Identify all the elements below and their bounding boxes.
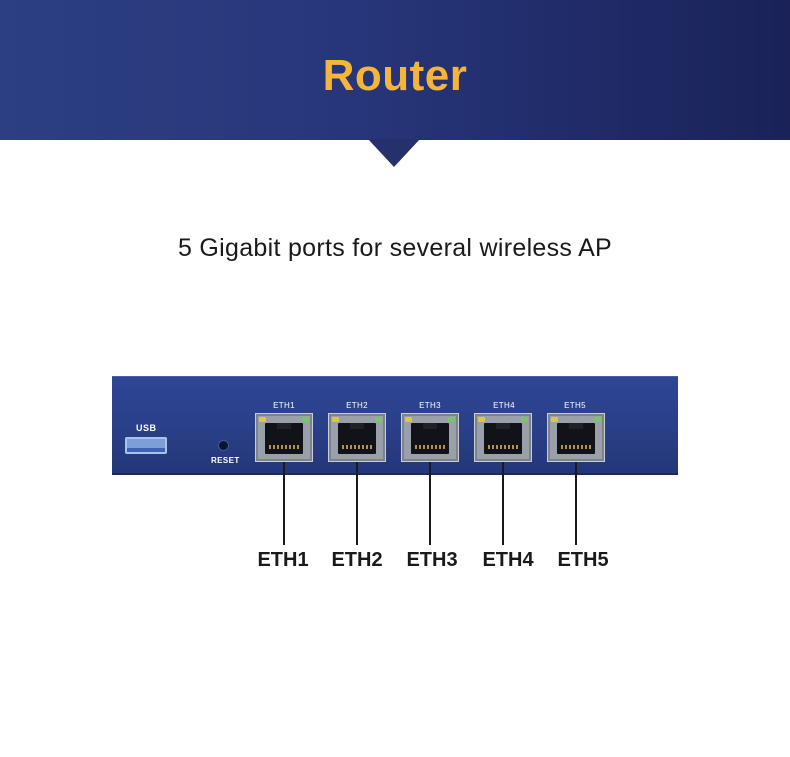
page-title: Router (322, 51, 468, 100)
ethernet-port-icon (474, 413, 532, 462)
subtitle: 5 Gigabit ports for several wireless AP (177, 234, 613, 262)
activity-led-icon (448, 417, 455, 422)
port-callout-label: ETH5 (557, 549, 609, 571)
link-led-icon (259, 417, 266, 422)
ethernet-port-icon (547, 413, 605, 462)
link-led-icon (405, 417, 412, 422)
usb-port-icon (125, 437, 167, 454)
activity-led-icon (375, 417, 382, 422)
reset-button-icon (219, 441, 228, 450)
ethernet-port-icon (401, 413, 459, 462)
port-panel-label: ETH5 (564, 401, 586, 410)
activity-led-icon (302, 417, 309, 422)
callout-line (502, 462, 504, 545)
port-callout-label: ETH2 (331, 549, 383, 571)
callout-line (575, 462, 577, 545)
header-banner (0, 0, 790, 140)
port-callout-label: ETH3 (406, 549, 458, 571)
link-led-icon (332, 417, 339, 422)
callout-line (283, 462, 285, 545)
usb-label: USB (136, 423, 157, 433)
link-led-icon (478, 417, 485, 422)
reset-label: RESET (211, 456, 240, 465)
link-led-icon (551, 417, 558, 422)
header-pointer (368, 139, 420, 167)
callout-line (429, 462, 431, 545)
callout-line (356, 462, 358, 545)
port-callout-label: ETH4 (482, 549, 534, 571)
port-panel-label: ETH3 (419, 401, 441, 410)
ethernet-port-icon (328, 413, 386, 462)
port-panel-label: ETH4 (493, 401, 515, 410)
activity-led-icon (521, 417, 528, 422)
port-panel-label: ETH1 (273, 401, 295, 410)
ethernet-port-icon (255, 413, 313, 462)
port-panel-label: ETH2 (346, 401, 368, 410)
port-callout-label: ETH1 (257, 549, 309, 571)
activity-led-icon (594, 417, 601, 422)
